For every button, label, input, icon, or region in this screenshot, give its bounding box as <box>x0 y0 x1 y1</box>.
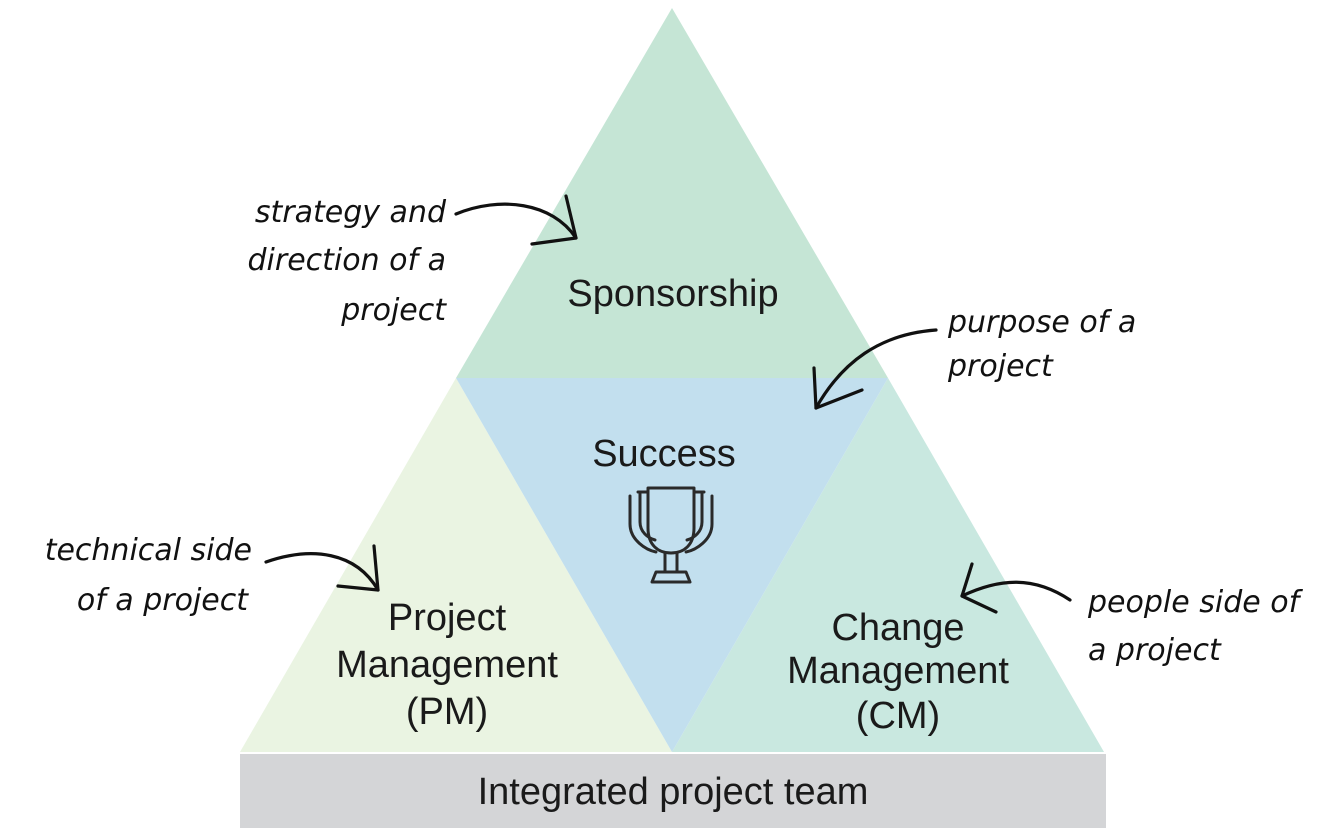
cm-label-line-3: (CM) <box>856 695 940 737</box>
purpose-note-line-1: purpose of a <box>947 305 1136 340</box>
trophy-icon <box>628 486 714 584</box>
success-segment <box>456 378 888 752</box>
people-arrow <box>960 580 1072 602</box>
technical-annotation: technical side of a project <box>45 533 380 618</box>
technical-note-line-1: technical side <box>45 533 252 568</box>
strategy-arrowhead <box>530 194 578 246</box>
strategy-arrow <box>454 202 578 240</box>
pm-label-line-1: Project <box>388 597 507 639</box>
people-note-line-2: a project <box>1088 633 1222 668</box>
cm-label-line-1: Change <box>831 607 964 649</box>
technical-arrow <box>264 552 380 592</box>
project-management-segment <box>240 378 672 752</box>
technical-arrowhead <box>336 544 380 592</box>
purpose-arrowhead <box>812 366 864 410</box>
cm-label-line-2: Management <box>787 650 1009 692</box>
people-note-line-1: people side of <box>1087 585 1304 620</box>
integrated-team-bar <box>240 754 1106 828</box>
strategy-note-line-1: strategy and <box>255 195 447 230</box>
pm-label-line-2: Management <box>336 644 558 686</box>
change-management-segment <box>672 378 1104 752</box>
sponsorship-label: Sponsorship <box>567 273 778 315</box>
people-annotation: people side of a project <box>960 562 1304 668</box>
purpose-annotation: purpose of a project <box>812 305 1136 410</box>
success-label: Success <box>592 433 736 475</box>
purpose-arrow <box>814 328 938 410</box>
strategy-annotation: strategy and direction of a project <box>247 194 578 328</box>
technical-note-line-2: of a project <box>77 583 249 618</box>
strategy-note-line-3: project <box>340 293 447 328</box>
sponsorship-segment <box>456 8 888 378</box>
purpose-note-line-2: project <box>947 349 1054 384</box>
pm-label-line-3: (PM) <box>406 691 488 733</box>
integrated-team-label: Integrated project team <box>478 771 869 813</box>
strategy-note-line-2: direction of a <box>247 243 446 278</box>
people-arrowhead <box>960 562 998 614</box>
